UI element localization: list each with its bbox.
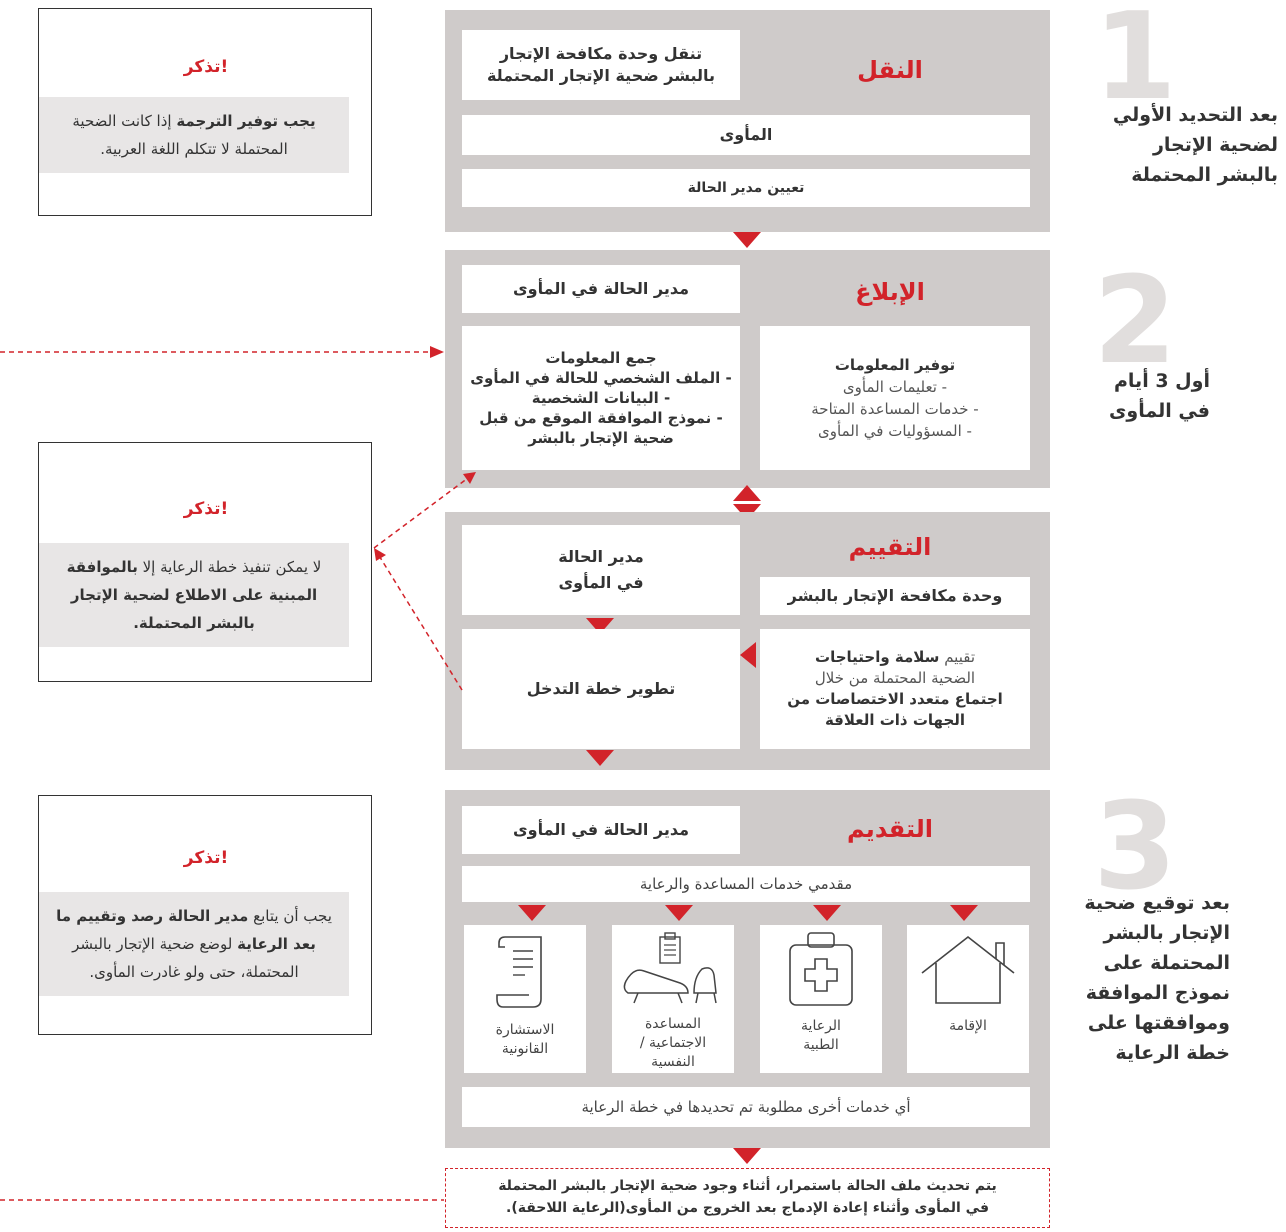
- reminder-note-2: تذكر! لا يمكن تنفيذ خطة الرعاية إلا بالم…: [38, 442, 372, 682]
- eval-text-d: اجتماع متعدد الاختصاصات من الجهات ذات ال…: [787, 690, 1003, 729]
- arrow-down-3a: [586, 750, 614, 766]
- footer-note-text: يتم تحديث ملف الحالة باستمرار، أثناء وجو…: [498, 1178, 997, 1216]
- reminder-3-bold: مدير الحالة رصد وتقييم ما بعد الرعاية: [56, 907, 316, 953]
- arrow-service-2: [813, 905, 841, 921]
- intervention-plan-box: تطوير خطة التدخل: [462, 629, 740, 749]
- arrow-down-footer: [733, 1148, 761, 1164]
- service-label-medical: الرعاية الطبية: [801, 1018, 841, 1053]
- step-label-1: بعد التحديد الأولي لضحية الإتجار بالبشر …: [1112, 104, 1278, 186]
- assessment-title: التقييم: [848, 533, 932, 561]
- service-card-social: المساعدة الاجتماعية / النفسية: [612, 925, 734, 1073]
- provision-title: التقديم: [846, 815, 933, 843]
- safety-needs-assessment-box: تقييم سلامة واحتياجات الضحية المحتملة من…: [760, 629, 1030, 749]
- reminder-3-text-a: يجب أن يتابع: [248, 907, 332, 925]
- arrow-left-plan: [740, 642, 756, 668]
- counseling-icon: [623, 932, 717, 1004]
- connector-arrow-reporting: [430, 346, 444, 358]
- step-number-2: 2: [1093, 252, 1177, 391]
- connector-arrow-plan: [374, 548, 386, 561]
- eval-text-b: سلامة واحتياجات: [815, 648, 940, 666]
- reminder-2-bold: بالموافقة المبنية على الاطلاع لضحية الإت…: [66, 558, 318, 632]
- arrow-down-1: [733, 232, 761, 248]
- reporting-case-manager-box: مدير الحالة في المأوى: [462, 265, 740, 313]
- reminder-note-1: تذكر! يجب توفير الترجمة إذا كانت الضحية …: [38, 8, 372, 216]
- reminder-1-text: إذا كانت الضحية المحتملة لا تتكلم اللغة …: [72, 112, 288, 158]
- house-icon: [921, 935, 1015, 1004]
- service-providers-box: مقدمي خدمات المساعدة والرعاية: [462, 866, 1030, 902]
- service-card-medical: الرعاية الطبية: [760, 925, 882, 1073]
- step-number-3: 3: [1093, 778, 1177, 917]
- arrow-up-2: [733, 485, 761, 501]
- reminder-2-text: لا يمكن تنفيذ خطة الرعاية إلا: [137, 558, 322, 576]
- info-provision-items: - تعليمات المأوى - خدمات المساعدة المتاح…: [811, 378, 979, 440]
- reminder-1-title: تذكر!: [183, 57, 229, 77]
- reminder-2-body: لا يمكن تنفيذ خطة الرعاية إلا بالموافقة …: [39, 543, 349, 647]
- arrow-service-4: [518, 905, 546, 921]
- eval-text-a: تقييم: [939, 648, 975, 666]
- reminder-3-title: تذكر!: [183, 848, 229, 868]
- info-provision-title: توفير المعلومات: [834, 356, 956, 374]
- legal-scroll-icon: [496, 936, 542, 1008]
- medical-kit-icon: [789, 932, 853, 1006]
- assessment-unit-box: وحدة مكافحة الإتجار بالبشر: [760, 577, 1030, 615]
- service-label-accommodation: الإقامة: [949, 1018, 987, 1034]
- footer-note-box: يتم تحديث ملف الحالة باستمرار، أثناء وجو…: [445, 1168, 1050, 1228]
- reminder-3-body: يجب أن يتابع مدير الحالة رصد وتقييم ما ب…: [39, 892, 349, 996]
- reminder-1-bold: يجب توفير الترجمة: [176, 112, 316, 130]
- step-number-1: 1: [1093, 0, 1177, 127]
- eval-text-c: الضحية المحتملة من خلال: [814, 669, 976, 687]
- assessment-case-manager-box: مدير الحالة في المأوى: [462, 525, 740, 615]
- reminder-2-title: تذكر!: [183, 499, 229, 519]
- step-label-3: بعد توقيع ضحية الإتجار بالبشر المحتملة ع…: [1084, 892, 1230, 1064]
- arrow-service-1: [950, 905, 978, 921]
- provision-case-manager-box: مدير الحالة في المأوى: [462, 806, 740, 854]
- assign-case-manager-box: تعيين مدير الحالة: [462, 169, 1030, 207]
- service-label-social: المساعدة الاجتماعية / النفسية: [639, 1016, 707, 1070]
- transport-unit-box: تنقل وحدة مكافحة الإتجار بالبشر ضحية الإ…: [462, 30, 740, 100]
- reporting-title: الإبلاغ: [855, 278, 925, 306]
- service-card-legal: الاستشارة القانونية: [464, 925, 586, 1073]
- reminder-1-body: يجب توفير الترجمة إذا كانت الضحية المحتم…: [39, 97, 349, 173]
- transport-title: النقل: [857, 56, 923, 84]
- service-label-legal: الاستشارة القانونية: [495, 1022, 555, 1057]
- arrow-service-3: [665, 905, 693, 921]
- reminder-3-text-b: لوضع ضحية الإتجار بالبشر المحتملة، حتى و…: [72, 935, 299, 981]
- info-gathering-box: جمع المعلومات - الملف الشخصي للحالة في ا…: [462, 326, 740, 470]
- reminder-note-3: تذكر! يجب أن يتابع مدير الحالة رصد وتقيي…: [38, 795, 372, 1035]
- shelter-box: المأوى: [462, 115, 1030, 155]
- service-card-accommodation: الإقامة: [907, 925, 1029, 1073]
- step-label-2: أول 3 أيام في المأوى: [1108, 370, 1210, 422]
- info-provision-box: توفير المعلومات - تعليمات المأوى - خدمات…: [760, 326, 1030, 470]
- other-services-box: أي خدمات أخرى مطلوبة تم تحديدها في خطة ا…: [462, 1087, 1030, 1127]
